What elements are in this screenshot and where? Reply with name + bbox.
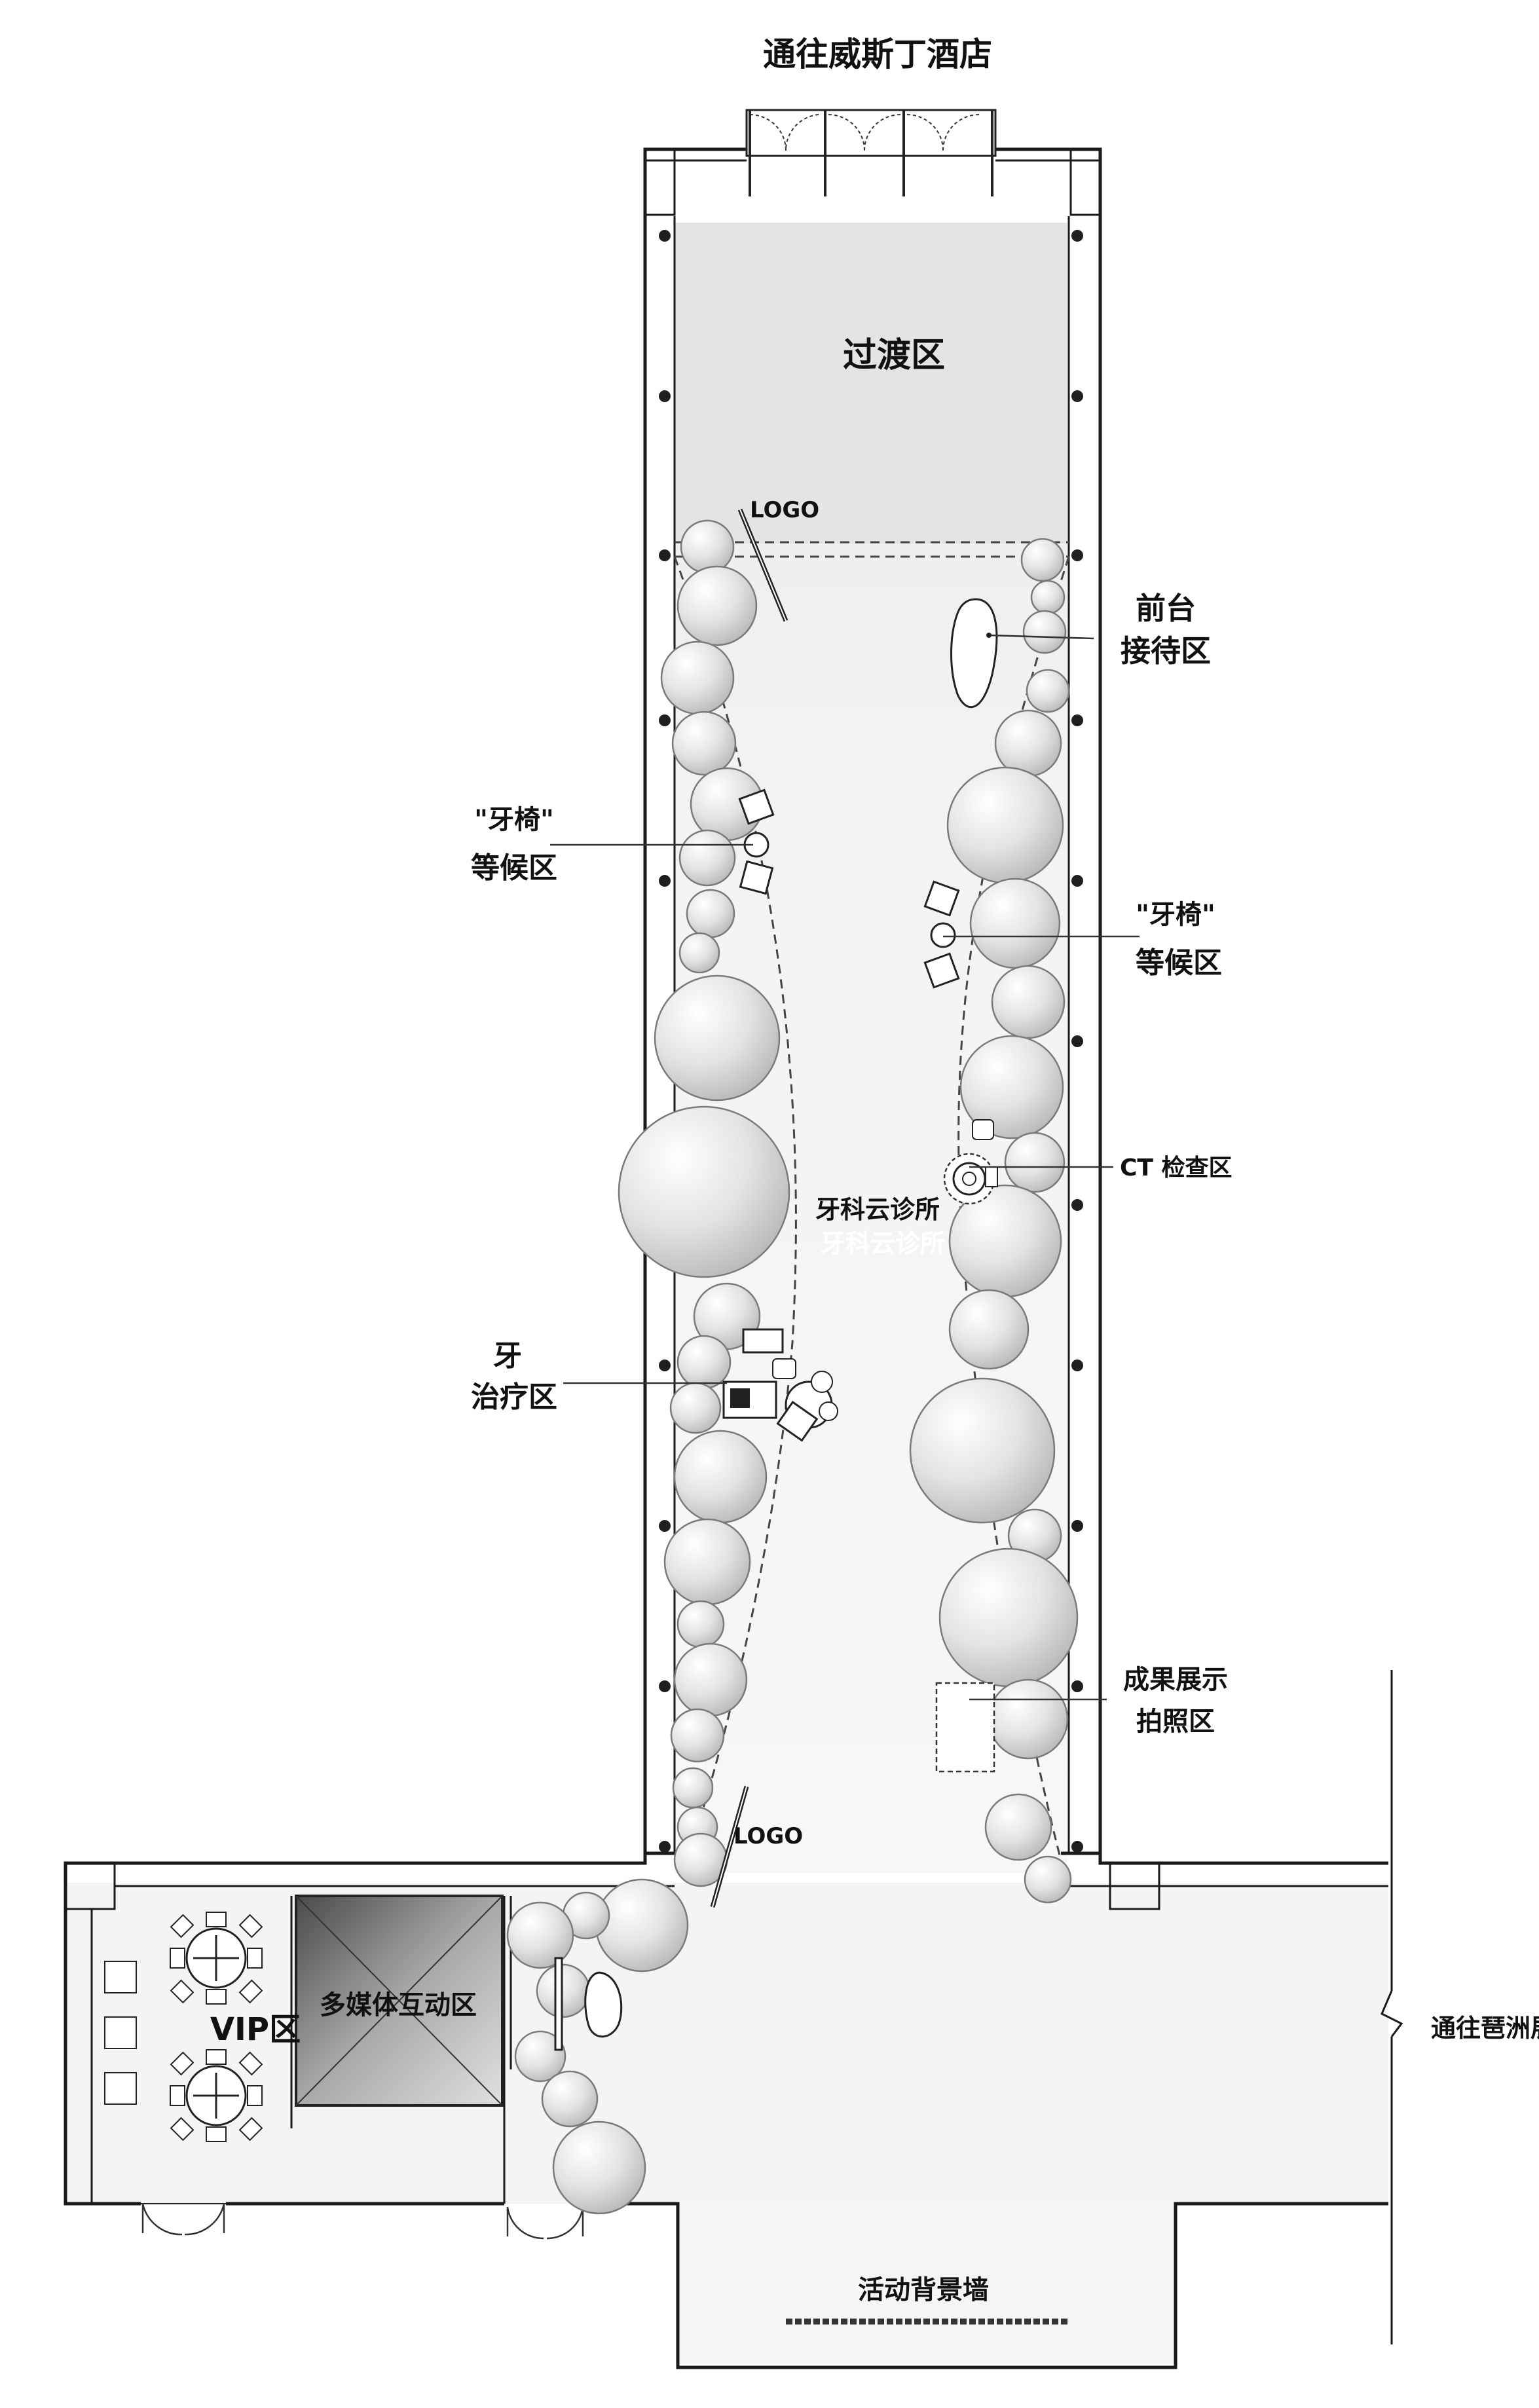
pilaster-top-right: [1069, 148, 1102, 216]
label-transition: 过渡区: [843, 336, 945, 375]
label-ct: CT 检查区: [1120, 1155, 1233, 1181]
dental-chair-waiting-left[interactable]: [738, 788, 775, 895]
dental-chair-waiting-right[interactable]: [923, 880, 960, 989]
entrance-doors[interactable]: [745, 109, 997, 196]
label-logo-bottom: LOGO: [733, 1823, 803, 1849]
label-results-2: 拍照区: [1136, 1707, 1215, 1737]
pilaster-top-left: [644, 148, 676, 216]
wall-top-right: [995, 147, 1102, 1855]
label-wait-right-2: 等候区: [1136, 946, 1222, 980]
label-wait-right-1: "牙椅": [1136, 900, 1215, 930]
vip-door[interactable]: [141, 2203, 226, 2236]
label-wait-left-2: 等候区: [471, 851, 557, 885]
wall-bottom-mid: [586, 2202, 1388, 2369]
vip-table-top[interactable]: [170, 1912, 263, 2005]
vip-table-bottom[interactable]: [170, 2049, 263, 2142]
logo-panel-bottom-inner: [712, 1786, 747, 1908]
label-event-wall: 活动背景墙: [858, 2275, 989, 2305]
dental-treatment-unit[interactable]: [722, 1328, 838, 1442]
label-multimedia: 多媒体互动区: [320, 1990, 477, 2020]
label-wait-left-1: "牙椅": [474, 805, 554, 835]
lower-hall-panel: [554, 1957, 563, 2051]
label-reception-2: 接待区: [1121, 633, 1211, 669]
bubbles-lower: [506, 1878, 689, 2215]
wall-far-right-break: [1381, 1990, 1403, 2037]
leader-reception: [988, 634, 1094, 640]
multimedia-zone[interactable]: [295, 1895, 504, 2107]
transition-floor: [675, 223, 1067, 544]
logo-panel-top-inner: [739, 509, 787, 621]
label-reception-1: 前台: [1136, 591, 1196, 626]
label-results-1: 成果展示: [1123, 1665, 1228, 1695]
label-to-pipa: 通往琶洲展馆: [1431, 2014, 1539, 2043]
results-photo-board: [935, 1682, 995, 1773]
lower-hall-seat[interactable]: [584, 1971, 623, 2038]
multimedia-door[interactable]: [506, 2206, 584, 2240]
wall-top-left: [643, 147, 747, 1855]
event-bay-floor: [678, 2200, 1176, 2364]
lower-hall-floor: [65, 1883, 1388, 2204]
bubbles-right: [909, 538, 1079, 1904]
bubbles-left: [618, 519, 790, 1887]
label-treatment-2: 治疗区: [471, 1380, 557, 1414]
label-clinic-name: 牙科云诊所: [815, 1195, 940, 1224]
reception-desk[interactable]: [950, 598, 998, 708]
vip-side-seats[interactable]: [104, 1961, 137, 2105]
columns-right: [1071, 230, 1083, 1853]
label-to-westin: 通往威斯丁酒店: [763, 35, 992, 73]
label-logo-top: LOGO: [750, 497, 819, 523]
wall-lower-right: [1098, 1853, 1388, 1865]
label-treatment-1: 牙: [493, 1339, 522, 1373]
label-clinic-name-echo: 牙科云诊所: [821, 1229, 945, 1258]
label-vip: VIP区: [210, 2011, 301, 2048]
